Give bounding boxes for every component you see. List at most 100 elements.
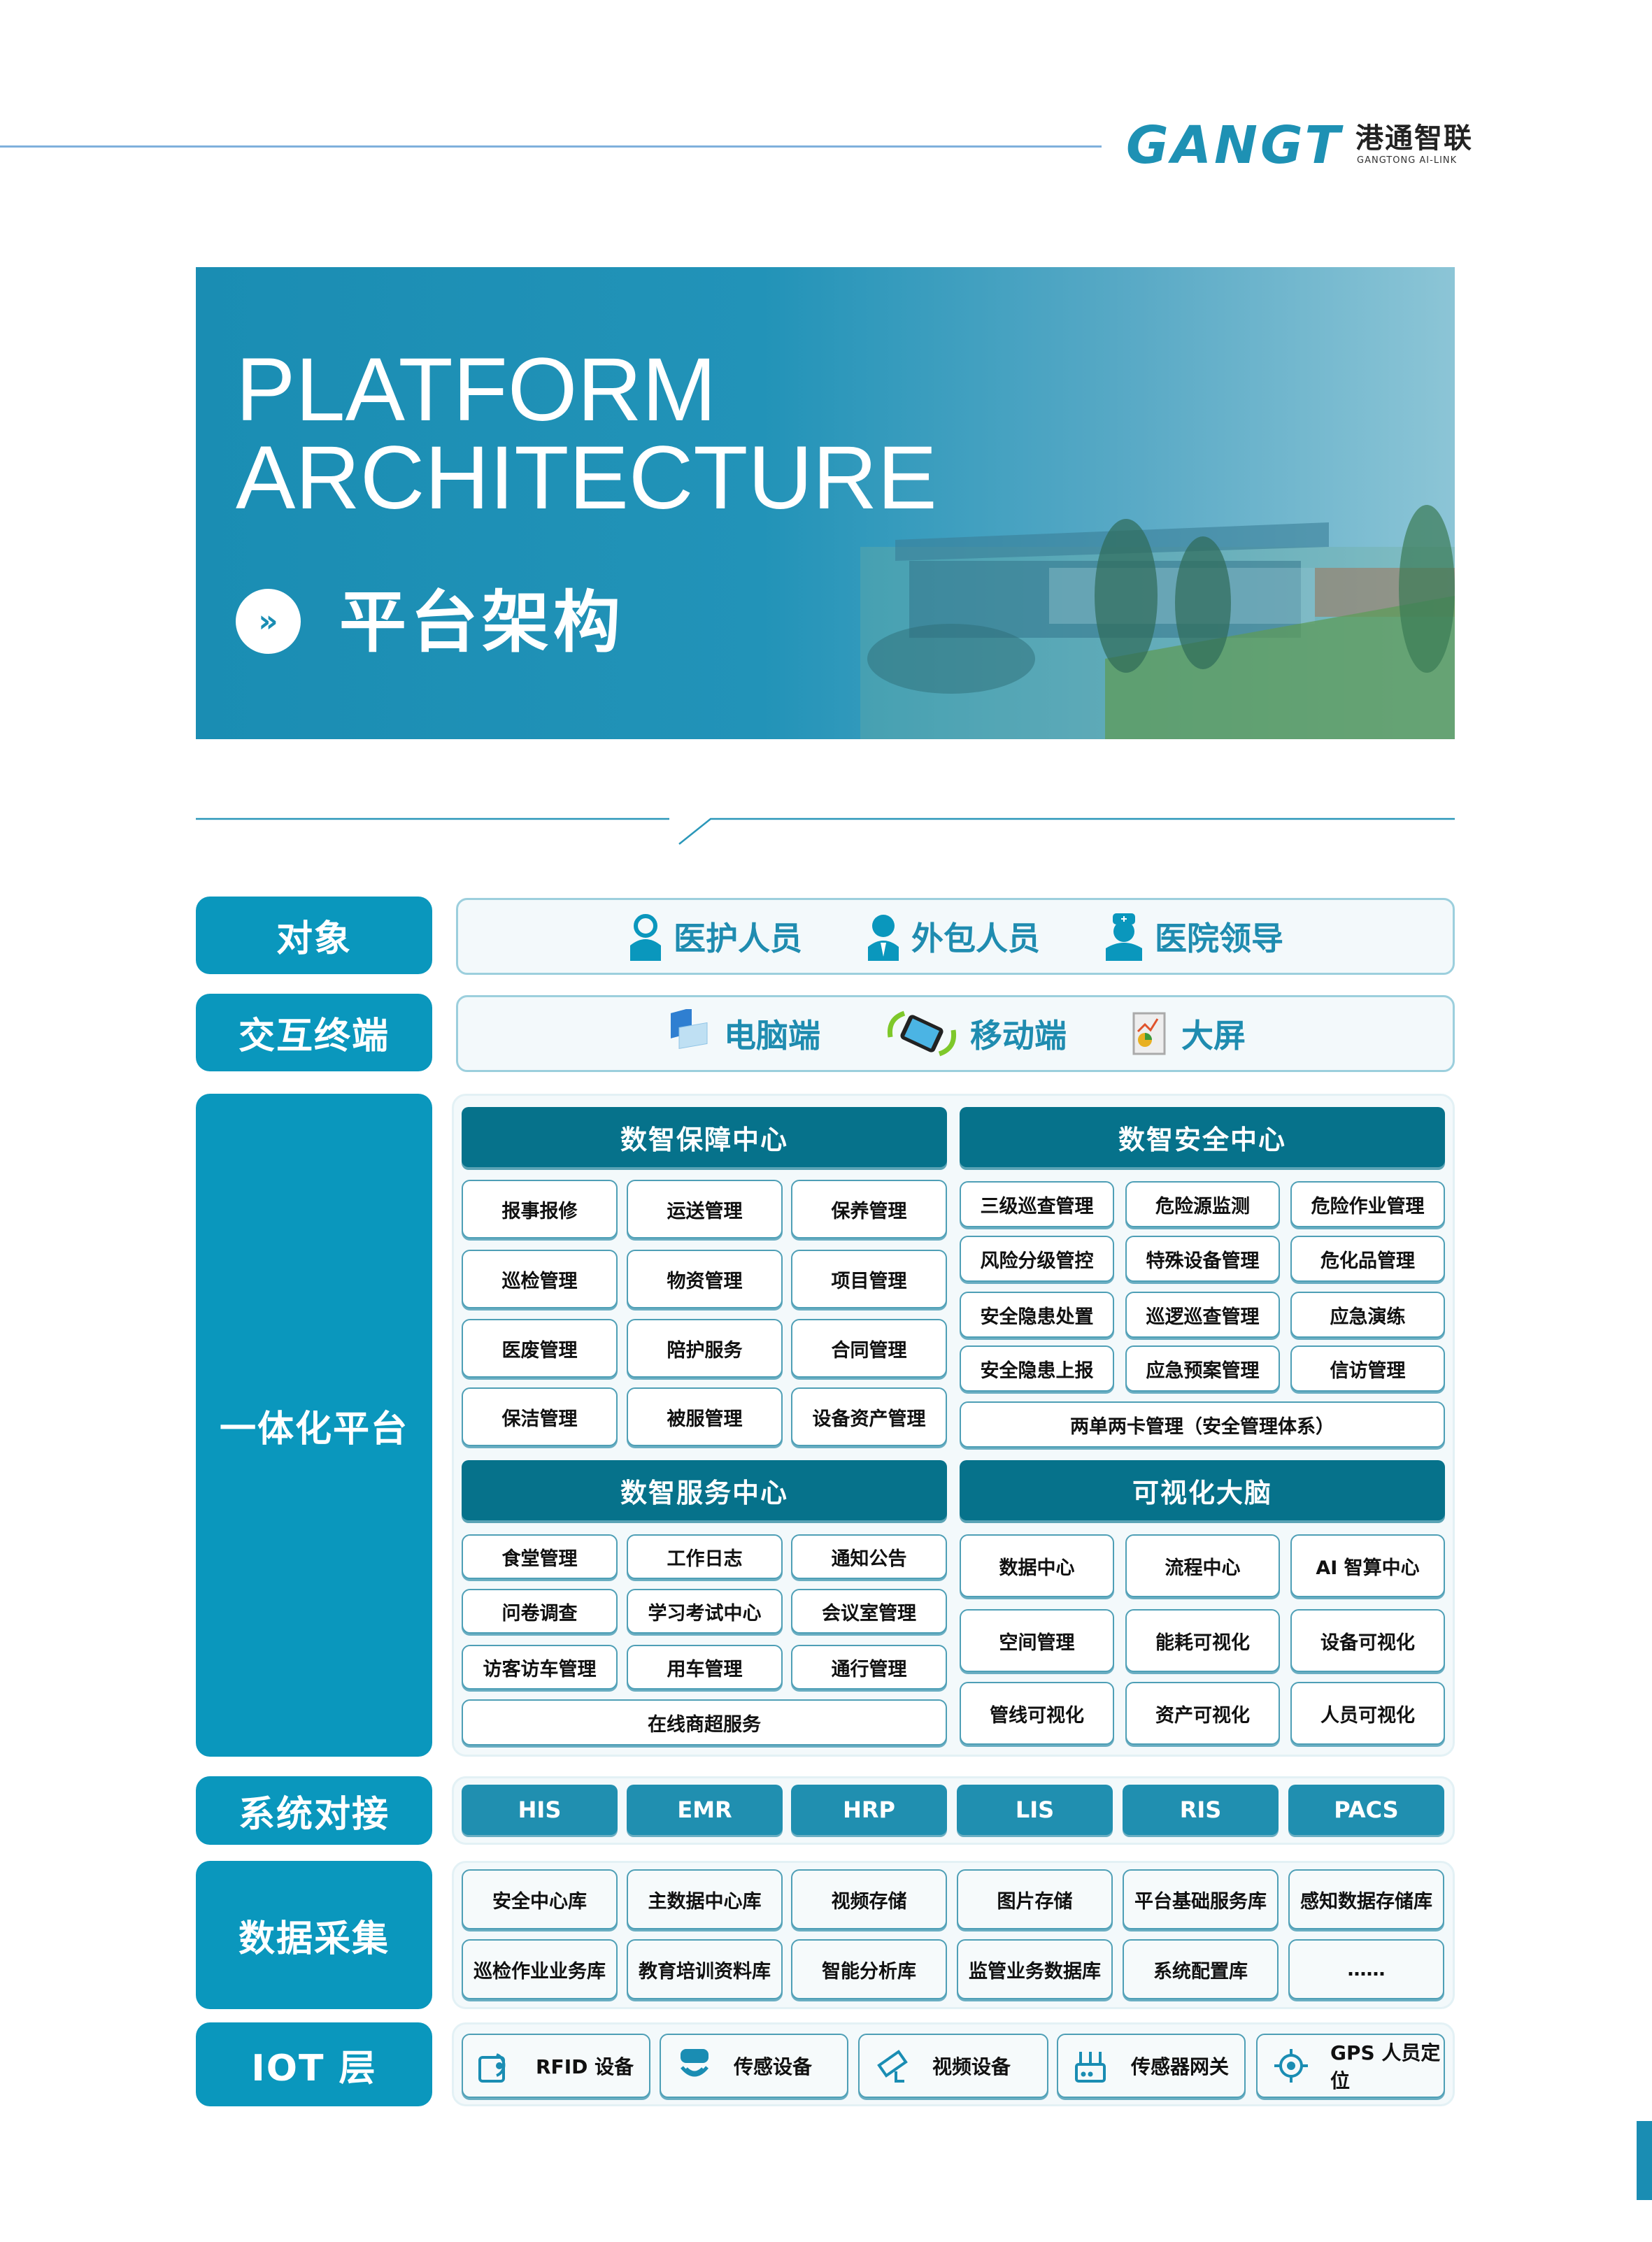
data-store: 主数据中心库	[627, 1869, 783, 1929]
guarantee-module: 报事报修	[462, 1180, 618, 1238]
safety-module: 信访管理	[1290, 1345, 1445, 1392]
terminal-item: 移动端	[883, 1009, 1067, 1058]
safety-module: 巡逻巡查管理	[1125, 1292, 1280, 1338]
iot-item-sensor: 传感设备	[660, 2034, 848, 2098]
sensor-icon	[681, 2049, 708, 2077]
row-label-platform: 一体化平台	[196, 1094, 432, 1757]
row-label-terminals: 交互终端	[196, 994, 432, 1071]
guarantee-module: 保洁管理	[462, 1387, 618, 1446]
gateway-icon	[1075, 2052, 1106, 2083]
safety-module: 三级巡查管理	[960, 1181, 1114, 1227]
data-store: 视频存储	[791, 1869, 947, 1929]
integration-system: PACS	[1288, 1785, 1444, 1835]
banner-title-line1: PLATFORM	[236, 340, 717, 440]
service-module: 学习考试中心	[627, 1589, 783, 1634]
safety-module: 危化品管理	[1290, 1236, 1445, 1282]
object-item: 外包人员	[865, 912, 1040, 961]
doctor-icon	[1106, 913, 1142, 961]
safety-module: 特殊设备管理	[1125, 1236, 1280, 1282]
worker-icon	[868, 915, 899, 961]
guarantee-module: 巡检管理	[462, 1250, 618, 1308]
data-store: 监管业务数据库	[957, 1939, 1113, 1999]
guarantee-module: 物资管理	[627, 1250, 783, 1308]
computer-icon	[671, 1009, 708, 1050]
data-store: 平台基础服务库	[1123, 1869, 1279, 1929]
data-store: 教育培训资料库	[627, 1939, 783, 1999]
data-store: 系统配置库	[1123, 1939, 1279, 1999]
logo-wordmark: GANGT	[1126, 115, 1343, 176]
object-item: 医护人员	[627, 912, 802, 961]
service-center-header: 数智服务中心	[462, 1460, 947, 1520]
service-module: 工作日志	[627, 1534, 783, 1579]
gps-icon	[1274, 2049, 1308, 2083]
safety-module: 两单两卡管理（安全管理体系）	[960, 1401, 1445, 1448]
integration-system: RIS	[1123, 1785, 1279, 1835]
guarantee-module: 被服管理	[627, 1387, 783, 1446]
guarantee-module: 项目管理	[791, 1250, 947, 1308]
mobile-icon	[887, 1011, 957, 1057]
camera-icon	[877, 2050, 908, 2083]
service-module: 通知公告	[791, 1534, 947, 1579]
visual-module: 空间管理	[960, 1609, 1114, 1672]
guarantee-module: 陪护服务	[627, 1319, 783, 1378]
section-divider	[196, 817, 1455, 845]
iot-label: 视频设备	[932, 2055, 1011, 2078]
data-store: 智能分析库	[791, 1939, 947, 1999]
service-module: 在线商超服务	[462, 1699, 947, 1745]
integration-system: EMR	[627, 1785, 783, 1835]
service-module: 访客访车管理	[462, 1645, 618, 1690]
visual-module: 流程中心	[1125, 1534, 1280, 1597]
integration-system: HIS	[462, 1785, 618, 1835]
guarantee-module: 设备资产管理	[791, 1387, 947, 1446]
page-edge-tab	[1637, 2121, 1652, 2200]
object-label: 医院领导	[1155, 920, 1283, 957]
iot-label: GPS 人员定位	[1330, 2041, 1441, 2092]
row-label-objects: 对象	[196, 897, 432, 974]
visual-brain-header: 可视化大脑	[960, 1460, 1445, 1520]
logo-subtitle: GANGTONG AI-LINK	[1357, 155, 1458, 166]
terminals-panel: 电脑端 移动端 大屏	[456, 995, 1455, 1072]
safety-module: 应急预案管理	[1125, 1345, 1280, 1392]
visual-module: 能耗可视化	[1125, 1609, 1280, 1672]
integration-panel	[452, 1776, 1455, 1845]
terminal-label: 电脑端	[724, 1017, 820, 1055]
row-label-iot: IOT 层	[196, 2022, 432, 2106]
safety-module: 应急演练	[1290, 1292, 1445, 1338]
safety-module: 安全隐患上报	[960, 1345, 1114, 1392]
terminal-item: 电脑端	[665, 1009, 820, 1058]
visual-module: 管线可视化	[960, 1682, 1114, 1745]
data-panel	[452, 1861, 1455, 2009]
visual-module: 资产可视化	[1125, 1682, 1280, 1745]
building-illustration	[860, 505, 1455, 739]
objects-panel: 医护人员 外包人员 医院领导	[456, 898, 1455, 975]
iot-label: RFID 设备	[536, 2055, 634, 2078]
object-label: 外包人员	[911, 920, 1040, 957]
service-module: 用车管理	[627, 1645, 783, 1690]
integration-system: HRP	[791, 1785, 947, 1835]
rfid-icon	[478, 2053, 506, 2083]
iot-item-gps: GPS 人员定位	[1256, 2034, 1445, 2098]
row-label-integration: 系统对接	[196, 1776, 432, 1845]
iot-item-camera: 视频设备	[858, 2034, 1048, 2098]
service-module: 会议室管理	[791, 1589, 947, 1634]
object-label: 医护人员	[674, 920, 802, 957]
visual-module: 设备可视化	[1290, 1609, 1445, 1672]
data-store: 感知数据存储库	[1288, 1869, 1444, 1929]
nurse-icon	[630, 914, 661, 961]
data-store: ……	[1288, 1939, 1444, 1999]
row-label-data: 数据采集	[196, 1861, 432, 2009]
service-module: 问卷调查	[462, 1589, 618, 1634]
terminal-label: 大屏	[1181, 1017, 1246, 1055]
safety-module: 安全隐患处置	[960, 1292, 1114, 1338]
safety-module: 危险作业管理	[1290, 1181, 1445, 1227]
banner-title-cn: 平台架构	[339, 583, 625, 662]
safety-module: 风险分级管控	[960, 1236, 1114, 1282]
visual-module: AI 智算中心	[1290, 1534, 1445, 1597]
guarantee-module: 合同管理	[791, 1319, 947, 1378]
guarantee-module: 运送管理	[627, 1180, 783, 1238]
visual-module: 数据中心	[960, 1534, 1114, 1597]
header-rule	[0, 145, 1102, 148]
logo-chinese: 港通智联	[1355, 122, 1473, 155]
iot-item-rfid: RFID 设备	[462, 2034, 650, 2098]
iot-item-gateway: 传感器网关	[1057, 2034, 1246, 2098]
